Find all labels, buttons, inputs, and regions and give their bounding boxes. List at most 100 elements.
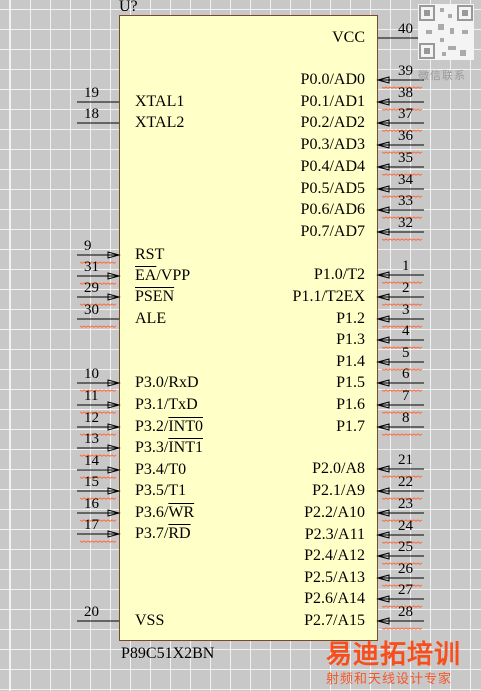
pin-name-underline (79, 411, 117, 414)
pin-number: 4 (402, 323, 410, 339)
pin-number: 39 (398, 63, 413, 79)
pin-number: 5 (402, 345, 410, 361)
pin-arrow (376, 465, 390, 473)
pin-name: P0.7/AD7 (300, 223, 365, 240)
pin-name: P2.3/A11 (304, 526, 365, 543)
pin-name-underline (381, 562, 423, 565)
pin-arrow (107, 379, 121, 387)
pin-name-underline (79, 389, 117, 392)
pin-number: 10 (84, 366, 99, 382)
pin-number: 6 (402, 366, 410, 382)
pin-number: 27 (398, 582, 413, 598)
pin-name: P2.7/A15 (304, 612, 365, 629)
pin-name: P2.5/A13 (304, 569, 365, 586)
brand-watermark-title: 易迪拓培训 (326, 640, 462, 670)
pin-name: P1.5 (336, 374, 365, 391)
pin-arrow (376, 379, 390, 387)
pin-number: 31 (84, 259, 99, 275)
pin-number: 26 (398, 561, 413, 577)
pin-name-underline (381, 238, 423, 241)
pin-name: P3.0/RxD (135, 374, 199, 391)
pin-number: 1 (402, 258, 410, 274)
pin-arrow (376, 552, 390, 560)
pin-arrow (107, 466, 121, 474)
pin-name-underline (79, 476, 117, 479)
component-part-number[interactable]: P89C51X2BN (121, 645, 215, 662)
pin-name-underline (381, 541, 423, 544)
pin-number: 17 (84, 517, 99, 533)
pin-arrow (376, 141, 390, 149)
pin-arrow (376, 423, 390, 431)
pin-name-underline (79, 303, 117, 306)
pin-name: VSS (135, 612, 165, 629)
pin-name-underline (381, 389, 423, 392)
pin-arrow (107, 487, 121, 495)
pin-number: 24 (398, 518, 413, 534)
pin-number: 30 (84, 302, 99, 318)
pin-name-underline (381, 433, 423, 436)
pin-name: RST (135, 246, 165, 263)
pin-name: P1.3 (336, 331, 365, 348)
pin-arrow (376, 98, 390, 106)
pin-arrow (107, 444, 121, 452)
pin-name-underline (381, 108, 423, 111)
pin-name: P0.1/AD1 (300, 93, 365, 110)
pin-name-underline (381, 325, 423, 328)
pin-name-underline (381, 303, 423, 306)
pin-name: P3.6/WR (135, 504, 195, 521)
pin-arrow (376, 228, 390, 236)
pin-arrow (376, 76, 390, 84)
component-designator[interactable]: U? (119, 0, 138, 15)
pin-arrow (376, 206, 390, 214)
pin-arrow (376, 401, 390, 409)
pin-number: 13 (84, 431, 99, 447)
brand-watermark: 易迪拓培训 射频和天线设计专家 (320, 634, 480, 690)
pin-name: EA/VPP (135, 267, 191, 284)
pin-name: P2.1/A9 (312, 482, 365, 499)
pin-number: 23 (398, 496, 413, 512)
pin-arrow (376, 531, 390, 539)
pin-number: 18 (84, 106, 99, 122)
pin-number: 29 (84, 280, 99, 296)
pin-name-underline (381, 281, 423, 284)
pin-name: P0.6/AD6 (300, 201, 365, 218)
pin-name-underline (381, 346, 423, 349)
pin-name: P2.6/A14 (304, 590, 365, 607)
pin-name: P1.1/T2EX (292, 288, 365, 305)
pin-name-underline (381, 497, 423, 500)
pin-number: 37 (398, 106, 413, 122)
pin-name: P0.5/AD5 (300, 180, 365, 197)
pin-arrow (376, 617, 390, 625)
pin-arrow (376, 574, 390, 582)
pin-arrow (376, 595, 390, 603)
pin-name-underline (79, 497, 117, 500)
pin-number: 36 (398, 128, 413, 144)
pin-name-underline (79, 325, 117, 328)
pin-arrow (376, 336, 390, 344)
pin-name: P3.5/T1 (135, 482, 187, 499)
pin-arrow (376, 487, 390, 495)
pin-name: XTAL2 (135, 114, 185, 131)
pin-arrow (107, 509, 121, 517)
pin-name: P3.7/RD (135, 525, 191, 542)
pin-arrow (107, 423, 121, 431)
qr-caption: 微信联系 (418, 69, 466, 82)
pin-name-underline (381, 86, 423, 89)
pin-arrow (107, 251, 121, 259)
pin-number: 33 (398, 193, 413, 209)
pin-name: P1.6 (336, 396, 365, 413)
pin-name: P2.0/A8 (312, 460, 365, 477)
pin-arrow (107, 530, 121, 538)
pin-name: P3.2/INT0 (135, 418, 203, 435)
pin-number: 35 (398, 150, 413, 166)
pin-number: 3 (402, 302, 410, 318)
pin-name-underline (381, 411, 423, 414)
ic-body[interactable] (119, 15, 378, 641)
pin-number: 19 (84, 85, 99, 101)
pin-name: P0.2/AD2 (300, 114, 365, 131)
pin-name: P3.3/INT1 (135, 439, 203, 456)
pin-name-underline (381, 475, 423, 478)
pin-number: 34 (398, 172, 413, 188)
